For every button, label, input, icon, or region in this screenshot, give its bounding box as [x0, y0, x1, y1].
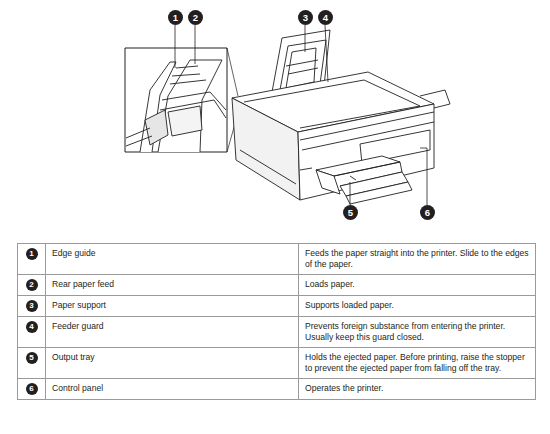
table-row: 3 Paper support Supports loaded paper. [18, 296, 536, 317]
part-description: Feeds the paper straight into the printe… [305, 248, 529, 269]
callout-number: 4 [26, 321, 38, 333]
table-cell: 5 [18, 348, 46, 379]
leader-lines [175, 25, 427, 205]
callout-number: 1 [26, 248, 38, 260]
table-cell: 1 [18, 244, 46, 275]
part-name: Feeder guard [52, 321, 104, 331]
table-cell: 3 [18, 296, 46, 317]
callout-number: 3 [298, 10, 313, 25]
callout-number: 6 [26, 383, 38, 395]
part-name: Output tray [52, 352, 95, 362]
inset-detail [125, 48, 227, 152]
table-cell: Paper support [46, 296, 299, 317]
table-cell: Prevents foreign substance from entering… [299, 317, 536, 348]
callout-number: 2 [188, 10, 203, 25]
table-row: 6 Control panel Operates the printer. [18, 379, 536, 400]
table-row: 4 Feeder guard Prevents foreign substance … [18, 317, 536, 348]
part-name: Paper support [52, 300, 106, 310]
part-description: Prevents foreign substance from entering… [305, 321, 505, 342]
callout-number: 5 [26, 352, 38, 364]
printer-illustration [0, 0, 550, 240]
table-cell: Supports loaded paper. [299, 296, 536, 317]
part-description: Loads paper. [305, 279, 355, 289]
table-cell: Feeds the paper straight into the printe… [299, 244, 536, 275]
callout-number: 6 [420, 205, 435, 220]
table-cell: 2 [18, 275, 46, 296]
callout-number: 5 [343, 205, 358, 220]
callout-number: 2 [26, 279, 38, 291]
table-cell: Feeder guard [46, 317, 299, 348]
table-cell: Rear paper feed [46, 275, 299, 296]
part-description: Holds the ejected paper. Before printing… [305, 352, 525, 373]
part-name: Edge guide [52, 248, 96, 258]
table-cell: Loads paper. [299, 275, 536, 296]
printer-body [232, 72, 450, 200]
table-row: 1 Edge guide Feeds the paper straight into… [18, 244, 536, 275]
table-cell: Control panel [46, 379, 299, 400]
part-name: Control panel [52, 383, 103, 393]
table-cell: Operates the printer. [299, 379, 536, 400]
table-cell: 4 [18, 317, 46, 348]
callout-number: 1 [168, 10, 183, 25]
callout-number: 4 [318, 10, 333, 25]
table-cell: 6 [18, 379, 46, 400]
table-cell: Edge guide [46, 244, 299, 275]
table-row: 2 Rear paper feed Loads paper. [18, 275, 536, 296]
output-tray [316, 156, 412, 204]
parts-table: 1 Edge guide Feeds the paper straight into… [17, 243, 536, 400]
table-cell: Output tray [46, 348, 299, 379]
table-row: 5 Output tray Holds the ejected paper. Bef… [18, 348, 536, 379]
part-description: Operates the printer. [305, 383, 383, 393]
table-cell: Holds the ejected paper. Before printing… [299, 348, 536, 379]
part-description: Supports loaded paper. [305, 300, 394, 310]
part-name: Rear paper feed [52, 279, 114, 289]
callout-number: 3 [26, 300, 38, 312]
